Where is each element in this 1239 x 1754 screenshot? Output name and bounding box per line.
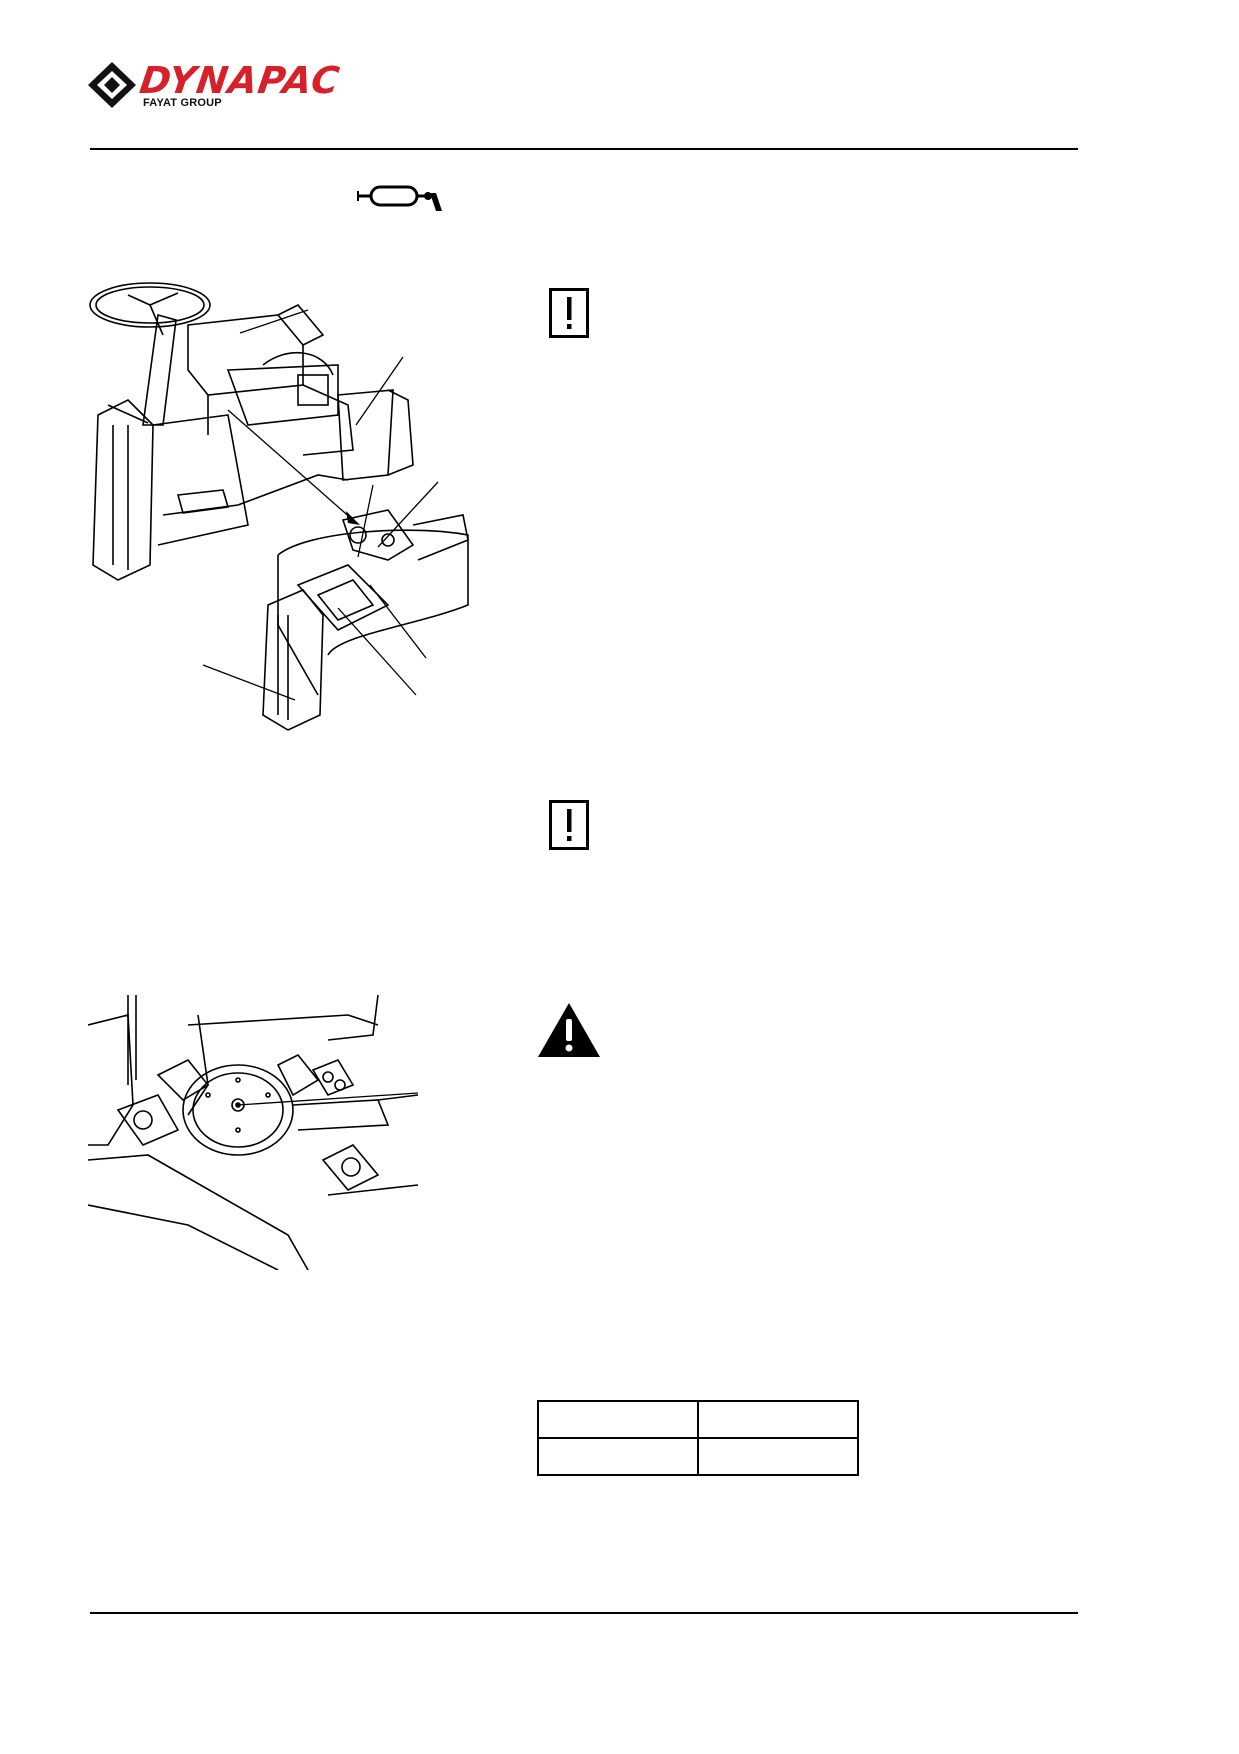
table-cell	[537, 1437, 699, 1476]
header-rule	[90, 148, 1078, 150]
brand-tagline: FAYAT GROUP	[143, 97, 222, 109]
table-cell	[697, 1400, 859, 1439]
brand-name: DYNAPAC	[137, 59, 343, 102]
notice-exclamation-icon	[549, 288, 589, 338]
grease-gun-icon	[357, 185, 442, 211]
table-row	[537, 1437, 859, 1476]
footer-rule	[90, 1612, 1078, 1614]
warning-triangle-icon	[538, 1003, 600, 1057]
drum-grease-point-illustration	[88, 995, 419, 1270]
table-row	[537, 1400, 859, 1439]
brand-logo: DYNAPAC FAYAT GROUP	[88, 59, 468, 112]
notice-exclamation-icon	[549, 800, 589, 850]
table-cell	[697, 1437, 859, 1476]
table-cell	[537, 1400, 699, 1439]
machine-overview-illustration	[89, 282, 469, 731]
specification-table	[537, 1400, 859, 1476]
dynapac-logo-mark-icon	[88, 62, 136, 108]
